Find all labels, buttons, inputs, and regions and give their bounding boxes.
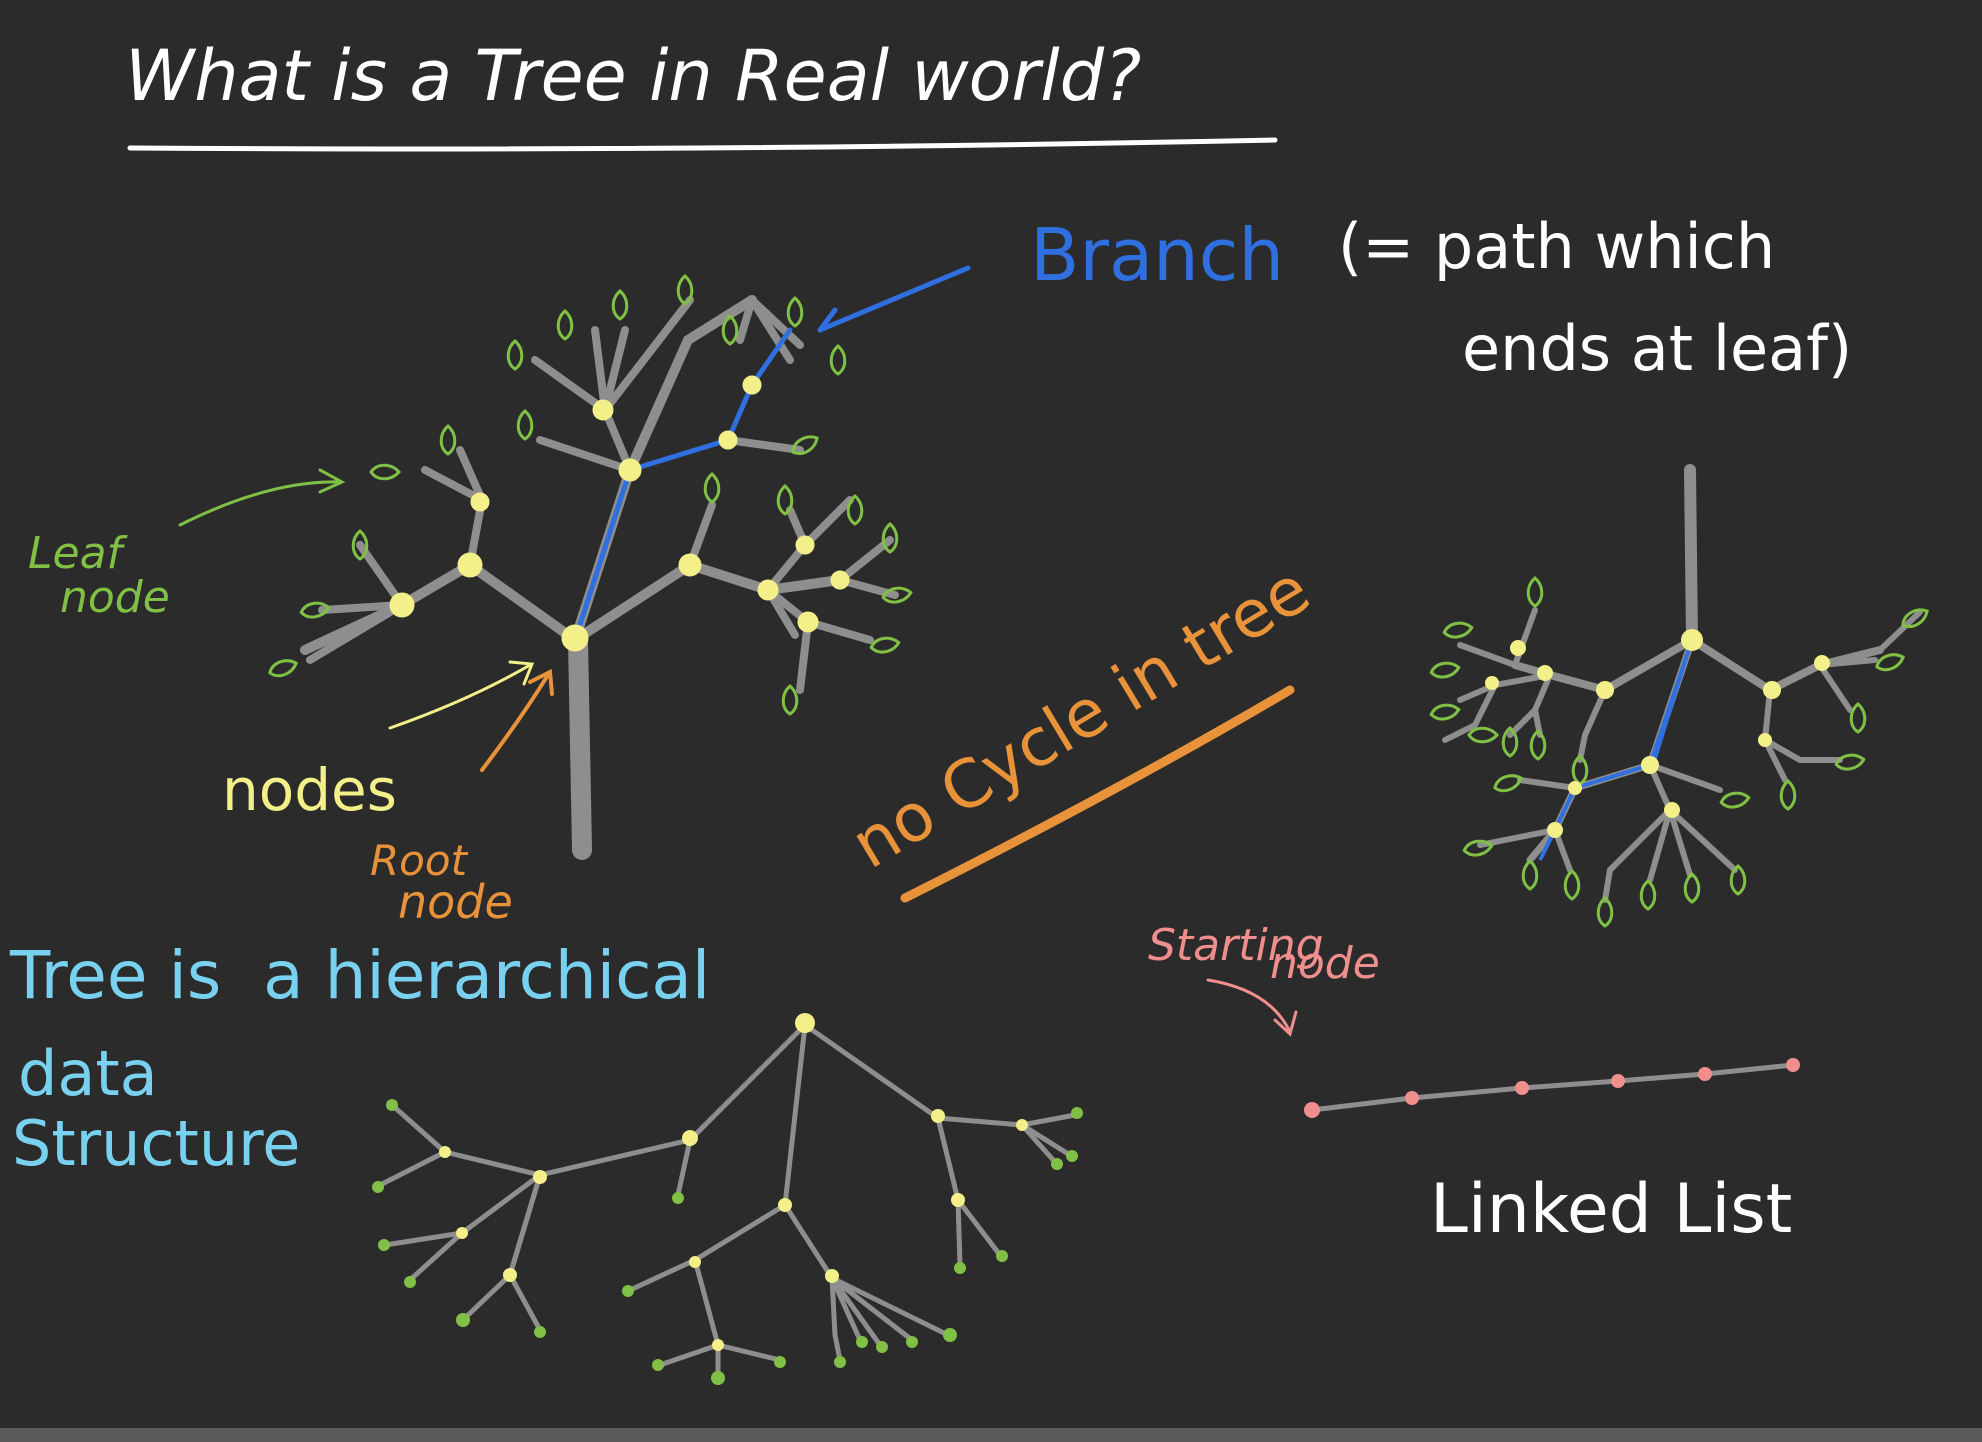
nodes-label: nodes	[222, 756, 397, 824]
hierarchical-tree-leaves	[372, 1099, 1083, 1385]
root-node-arrow	[480, 668, 554, 772]
small-branch-tree	[1428, 464, 1932, 928]
tree-nodes	[389, 375, 850, 652]
no-cycle-underline	[900, 685, 1295, 903]
small-tree-branch-highlight	[1538, 639, 1694, 861]
root-node-label-line1: Root	[370, 836, 469, 885]
page-title: What is a Tree in Real world?	[125, 35, 1141, 117]
branch-note-line2: ends at leaf)	[1462, 312, 1852, 385]
branch-label: Branch	[1030, 213, 1284, 297]
branch-note-line1: (= path which	[1338, 210, 1775, 283]
leaf-node-label-line2: node	[60, 572, 170, 623]
linked-list-label: Linked List	[1430, 1170, 1792, 1249]
leaf-node-label-line1: Leaf	[28, 528, 129, 579]
starting-node-label-line2: node	[1270, 938, 1380, 989]
bottom-scrollbar-strip	[0, 1428, 1982, 1442]
small-tree-nodes	[1485, 629, 1830, 838]
definition-line2: data	[18, 1037, 158, 1110]
real-tree-illustration	[266, 265, 971, 860]
definition-line3: Structure	[12, 1107, 300, 1180]
starting-node-label-line1: Starting	[1148, 920, 1324, 971]
branch-arrow	[817, 265, 971, 333]
hierarchical-tree-nodes	[439, 1013, 1028, 1351]
title-underline	[127, 137, 1278, 152]
small-tree-branch-highlight-2	[1653, 639, 1694, 761]
linked-list-diagram	[1304, 1058, 1800, 1118]
root-node-label-line2: node	[398, 875, 513, 929]
branch-path-highlight	[572, 327, 793, 643]
definition-line1: Tree is a hierarchical	[9, 937, 710, 1014]
hierarchical-tree-diagram	[372, 1013, 1083, 1385]
starting-node-arrow	[1206, 978, 1298, 1037]
small-tree-leaves	[1428, 576, 1932, 928]
nodes-arrow	[388, 660, 535, 730]
tree-leaves	[266, 274, 914, 716]
leaf-node-arrow	[178, 468, 346, 527]
